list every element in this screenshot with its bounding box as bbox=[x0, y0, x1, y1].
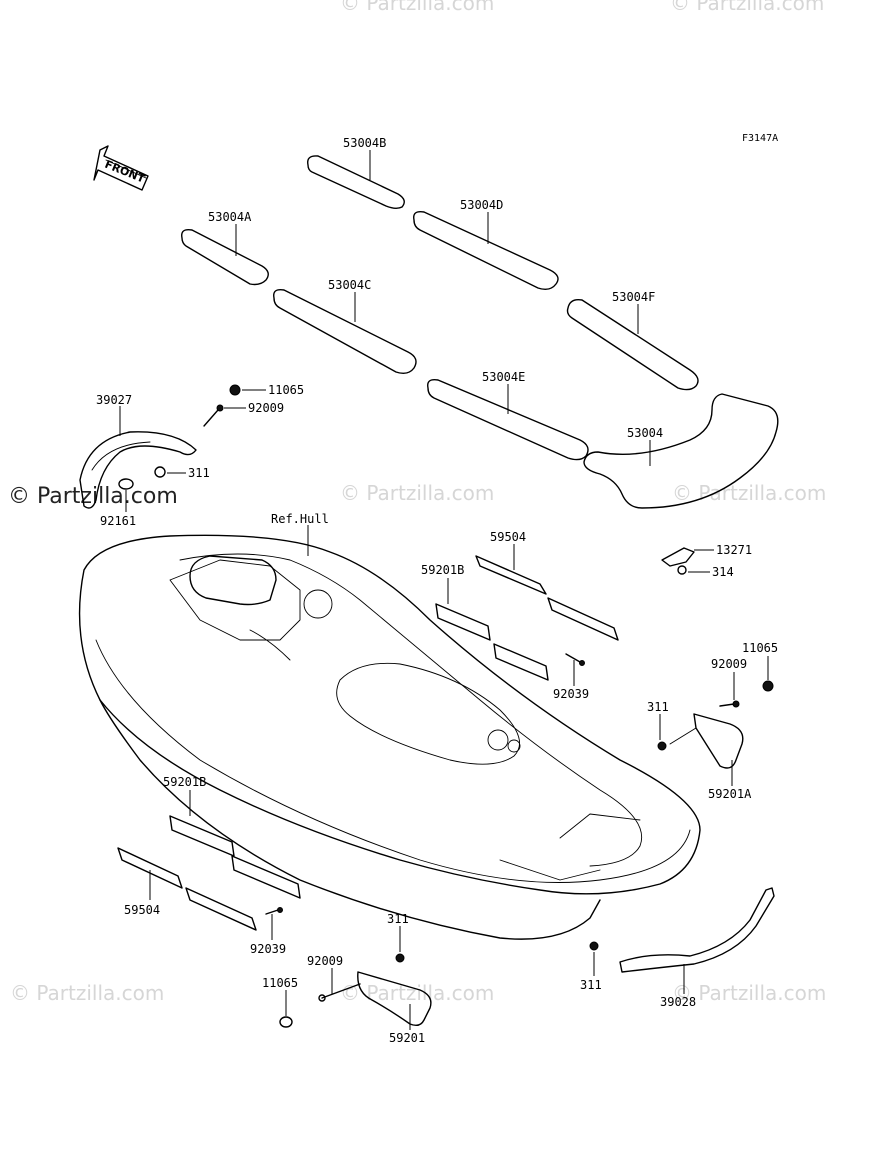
nut-11065-top: 11065 bbox=[229, 383, 304, 397]
nut-311-bottom: 311 bbox=[387, 912, 409, 963]
mat-53004D: 53004D bbox=[413, 198, 559, 291]
callout-92009: 92009 bbox=[248, 401, 284, 415]
callout-53004D: 53004D bbox=[460, 198, 503, 212]
callout-311-rear: 311 bbox=[580, 978, 602, 992]
callout-92039: 92039 bbox=[553, 687, 589, 701]
callout-53004: 53004 bbox=[627, 426, 663, 440]
watermark: © Partzilla.com bbox=[10, 981, 164, 1005]
watermark: © Partzilla.com bbox=[672, 481, 826, 505]
callout-92039-bottom: 92039 bbox=[250, 942, 286, 956]
nut-311-top: 311 bbox=[154, 466, 210, 480]
bolt-92009-top: 92009 bbox=[203, 401, 284, 427]
cap-11065-right: 11065 bbox=[742, 641, 778, 692]
rail-39028: 39028 bbox=[619, 887, 775, 1009]
callout-53004B: 53004B bbox=[343, 136, 386, 150]
watermark-layer: © Partzilla.com © Partzilla.com © Partzi… bbox=[8, 0, 826, 1005]
guard-59201B-top: 59201B bbox=[421, 563, 549, 681]
callout-311-right: 311 bbox=[647, 700, 669, 714]
callout-39028: 39028 bbox=[660, 995, 696, 1009]
callout-11065-right: 11065 bbox=[742, 641, 778, 655]
callout-11065-bottom: 11065 bbox=[262, 976, 298, 990]
watermark-left: © Partzilla.com bbox=[8, 484, 178, 509]
callout-311: 311 bbox=[188, 466, 210, 480]
guard-59201A: 59201A bbox=[669, 713, 752, 801]
callout-13271: 13271 bbox=[716, 543, 752, 557]
hull-ref: Ref.Hull bbox=[78, 512, 701, 940]
screw-92039-bottom: 92039 bbox=[250, 907, 286, 956]
callout-59504: 59504 bbox=[490, 530, 526, 544]
callout-39027: 39027 bbox=[96, 393, 132, 407]
callout-53004E: 53004E bbox=[482, 370, 525, 384]
rail-59504-bottom: 59504 bbox=[117, 847, 257, 931]
mat-53004B: 53004B bbox=[307, 136, 405, 209]
figure-code: F3147A bbox=[742, 133, 778, 144]
callout-92161: 92161 bbox=[100, 514, 136, 528]
callout-311-bottom: 311 bbox=[387, 912, 409, 926]
mat-53004E: 53004E bbox=[427, 370, 589, 461]
front-arrow-icon: FRONT bbox=[93, 145, 149, 191]
callout-59201B-bottom: 59201B bbox=[163, 775, 206, 789]
watermark: © Partzilla.com bbox=[670, 0, 824, 15]
guard-59201B-bottom: 59201B bbox=[163, 775, 301, 899]
callout-59201: 59201 bbox=[389, 1031, 425, 1045]
callout-53004A: 53004A bbox=[208, 210, 252, 224]
mat-53004C: 53004C bbox=[273, 278, 417, 375]
screw-92039-top: 92039 bbox=[553, 653, 589, 701]
nut-311-rear: 311 bbox=[580, 941, 602, 992]
cap-11065-bottom: 11065 bbox=[262, 976, 298, 1028]
bolt-92009-bottom: 92009 bbox=[307, 954, 361, 1002]
callout-11065: 11065 bbox=[268, 383, 304, 397]
nut-311-right: 311 bbox=[647, 700, 669, 751]
nut-314: 314 bbox=[677, 565, 734, 579]
handle-39027: 39027 bbox=[79, 393, 197, 509]
bolt-92009-right: 92009 bbox=[711, 657, 747, 708]
bracket-13271: 13271 bbox=[661, 543, 752, 567]
guard-59201: 59201 bbox=[357, 971, 432, 1045]
callout-ref-hull: Ref.Hull bbox=[271, 512, 329, 526]
callout-53004C: 53004C bbox=[328, 278, 371, 292]
callout-59201A: 59201A bbox=[708, 787, 752, 801]
callout-92009-right: 92009 bbox=[711, 657, 747, 671]
cap-92161: 92161 bbox=[100, 478, 136, 528]
watermark: © Partzilla.com bbox=[340, 481, 494, 505]
mat-53004A: 53004A bbox=[181, 210, 269, 286]
mat-53004: 53004 bbox=[583, 393, 779, 509]
callout-92009-bottom: 92009 bbox=[307, 954, 343, 968]
callout-53004F: 53004F bbox=[612, 290, 655, 304]
callout-314: 314 bbox=[712, 565, 734, 579]
callout-59201B: 59201B bbox=[421, 563, 464, 577]
callout-59504-bottom: 59504 bbox=[124, 903, 160, 917]
watermark: © Partzilla.com bbox=[672, 981, 826, 1005]
rail-59504-top: 59504 bbox=[475, 530, 619, 641]
mat-53004F: 53004F bbox=[566, 290, 699, 391]
watermark: © Partzilla.com bbox=[340, 981, 494, 1005]
watermark: © Partzilla.com bbox=[340, 0, 494, 15]
